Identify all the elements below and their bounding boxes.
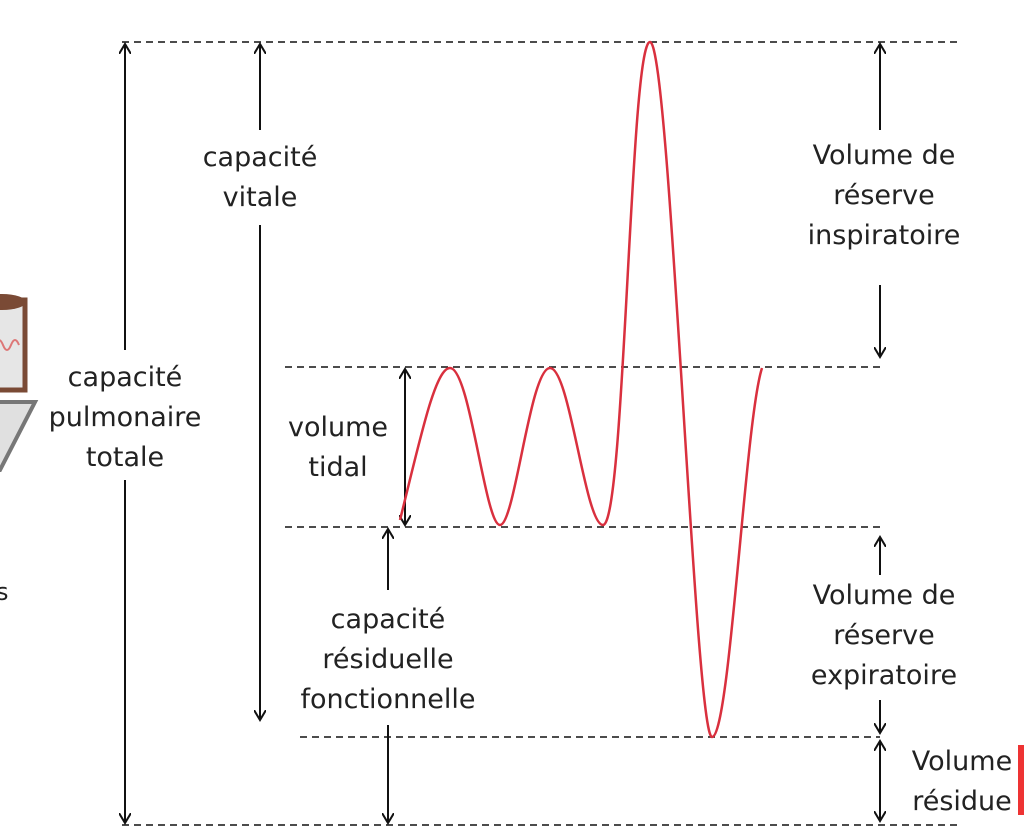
spirometer-icon: s xyxy=(0,294,39,606)
breathing-curve xyxy=(398,40,764,739)
label-residual-volume: Volume résidue xyxy=(911,746,1013,817)
label-total-lung-capacity: capacité pulmonaire totale xyxy=(48,362,202,473)
label-expiratory-reserve-volume: Volume de réserve expiratoire xyxy=(810,580,958,691)
level-lines xyxy=(122,41,958,826)
svg-text:s: s xyxy=(0,578,9,606)
label-vital-capacity: capacité vitale xyxy=(202,142,318,213)
label-tidal-volume: volume tidal xyxy=(287,412,389,483)
label-functional-residual-capacity: capacité résiduelle fonctionnelle xyxy=(300,604,476,715)
edge-marker xyxy=(1018,745,1024,815)
label-inspiratory-reserve-volume: Volume de réserve inspiratoire xyxy=(807,140,961,251)
